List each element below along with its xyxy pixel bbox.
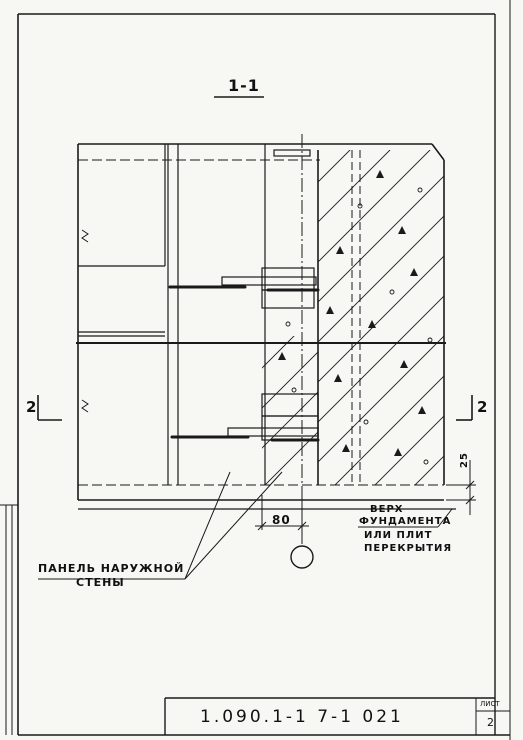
concrete-wall (262, 150, 444, 485)
cut-marker-left: 2 (26, 398, 38, 416)
cut-marker-right: 2 (477, 398, 489, 416)
section-title: 1-1 (228, 76, 260, 95)
dimension-25 (446, 460, 476, 515)
section-outline (77, 143, 456, 510)
panel-note-line-1: ПАНЕЛЬ НАРУЖНОЙ (38, 562, 185, 575)
leader-lines (38, 471, 453, 580)
foundation-note-line-2: ФУНДАМЕНТА (359, 516, 452, 527)
panel-note-line-2: СТЕНЫ (76, 576, 125, 589)
outer-wall-panel (78, 144, 266, 485)
axis-line (290, 134, 314, 569)
dimension-80 (255, 495, 309, 531)
cut-markers (37, 395, 473, 421)
dimension-offset-label: 80 (272, 513, 291, 527)
sheet-number: 2 (487, 716, 495, 729)
foundation-note-line-3: ИЛИ ПЛИТ (364, 530, 433, 541)
anchor-connections (76, 149, 446, 442)
title-block (164, 697, 510, 735)
foundation-note-line-1: ВЕРХ (370, 504, 404, 515)
sheet-label: ЛИСТ (480, 700, 500, 708)
document-code: 1.090.1-1 7-1 021 (200, 707, 404, 727)
dimension-height-label: 25 (459, 452, 470, 468)
sheet-frame (0, 0, 511, 740)
foundation-note-line-4: ПЕРЕКРЫТИЯ (364, 543, 453, 554)
